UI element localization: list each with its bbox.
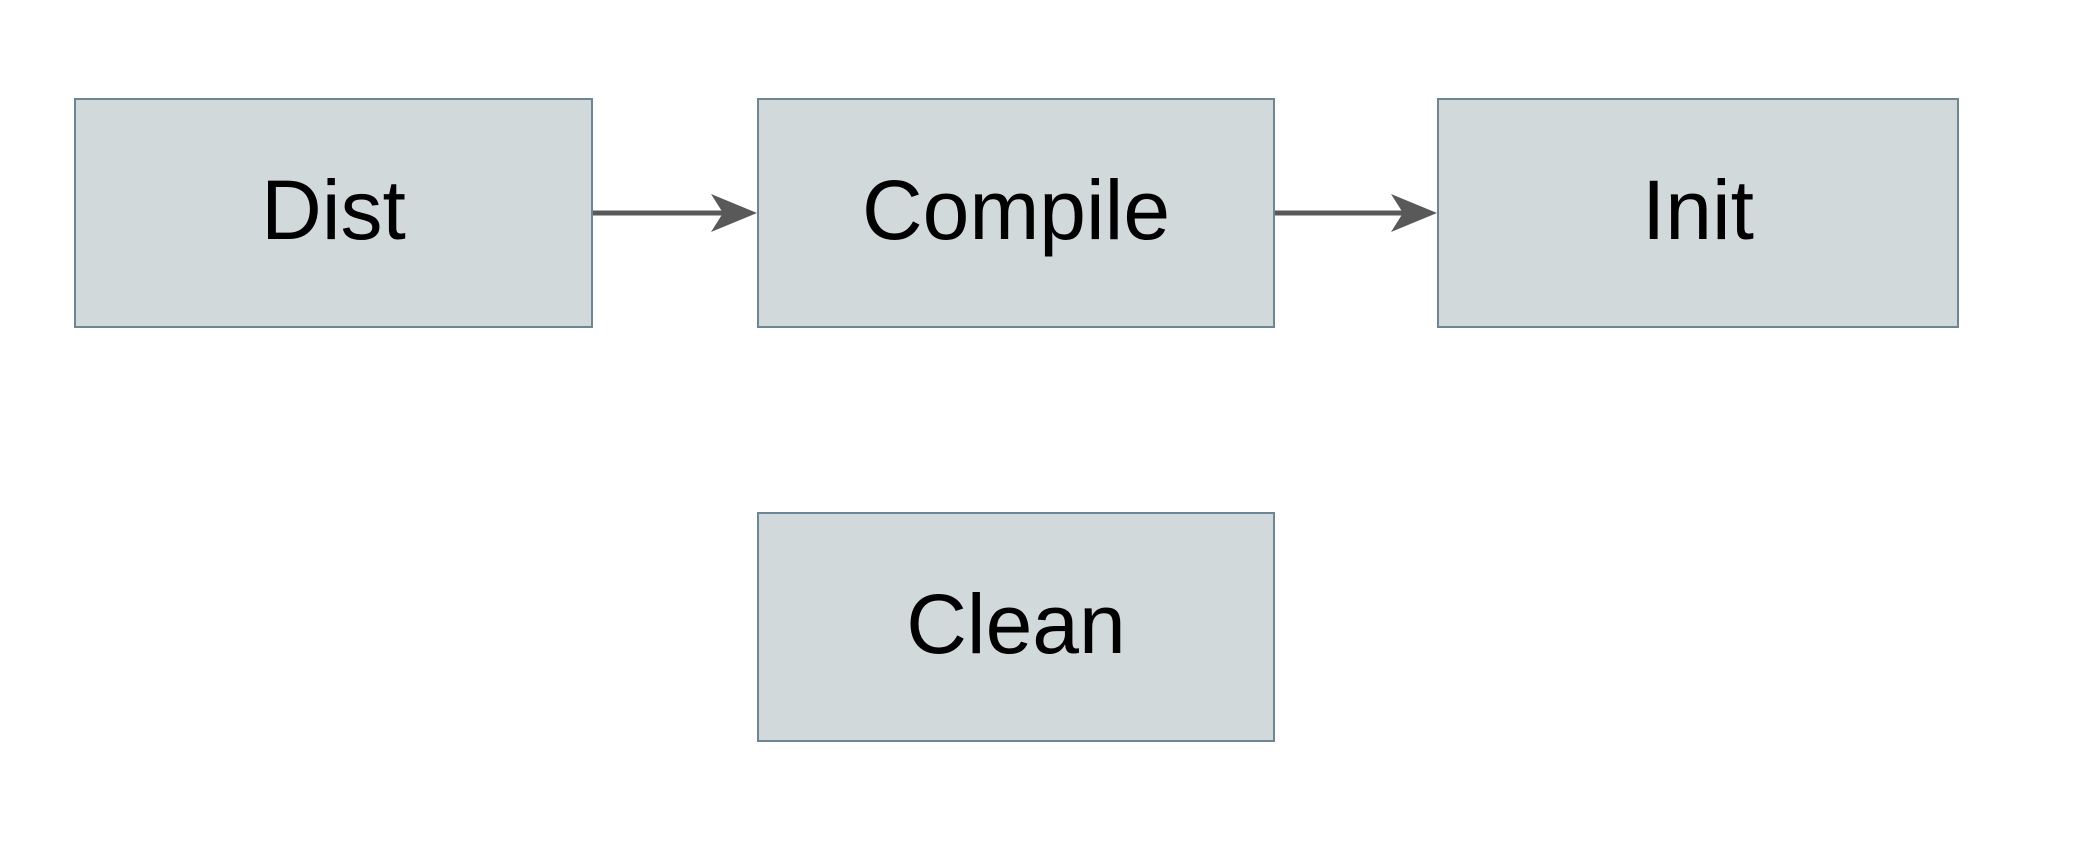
node-init: Init [1437, 98, 1959, 328]
node-compile: Compile [757, 98, 1275, 328]
node-init-label: Init [1641, 163, 1755, 257]
node-clean: Clean [757, 512, 1275, 742]
arrow-dist-to-compile [593, 194, 757, 232]
node-dist-label: Dist [261, 163, 406, 257]
arrow-compile-to-init [1275, 194, 1437, 232]
node-dist: Dist [74, 98, 593, 328]
node-clean-label: Clean [906, 577, 1126, 671]
node-compile-label: Compile [861, 163, 1171, 257]
